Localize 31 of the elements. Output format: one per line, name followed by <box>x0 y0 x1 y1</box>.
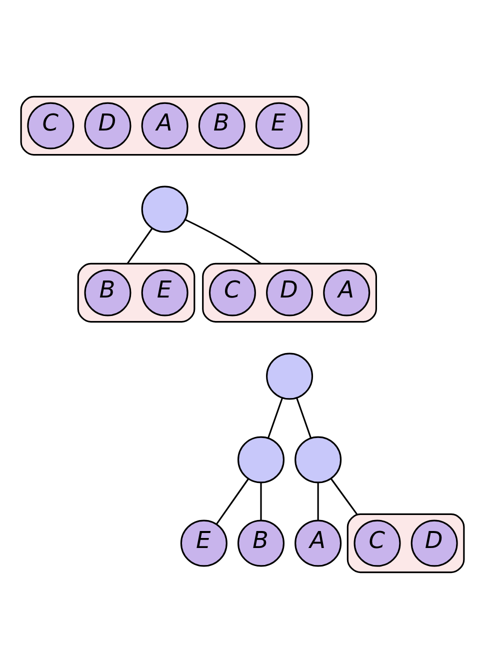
connector <box>267 398 284 438</box>
cluster <box>77 262 196 323</box>
connector <box>317 482 319 520</box>
connector <box>126 228 153 264</box>
cluster <box>202 262 377 323</box>
connector <box>296 398 312 438</box>
node-circle: B <box>237 520 285 567</box>
connector <box>216 478 249 525</box>
cluster <box>20 96 310 156</box>
node-circle: E <box>255 102 302 150</box>
node-circle <box>237 436 285 484</box>
node-circle <box>266 352 314 400</box>
connector <box>260 482 262 520</box>
node-circle: C <box>27 102 74 150</box>
connector <box>330 478 358 515</box>
node-circle <box>141 186 188 233</box>
node-circle: D <box>266 269 314 316</box>
node-circle: B <box>198 102 246 150</box>
node-circle: E <box>141 269 188 316</box>
node-circle: A <box>323 269 370 316</box>
node-circle: C <box>354 520 401 567</box>
node-circle: D <box>84 102 132 150</box>
node-circle: A <box>294 520 342 567</box>
cluster <box>346 513 465 574</box>
node-circle: A <box>141 102 188 150</box>
node-circle: D <box>410 520 458 567</box>
node-circle <box>294 436 342 484</box>
connector <box>184 218 262 264</box>
node-circle: B <box>84 269 132 316</box>
node-circle: E <box>180 520 228 567</box>
node-circle: C <box>208 269 256 316</box>
